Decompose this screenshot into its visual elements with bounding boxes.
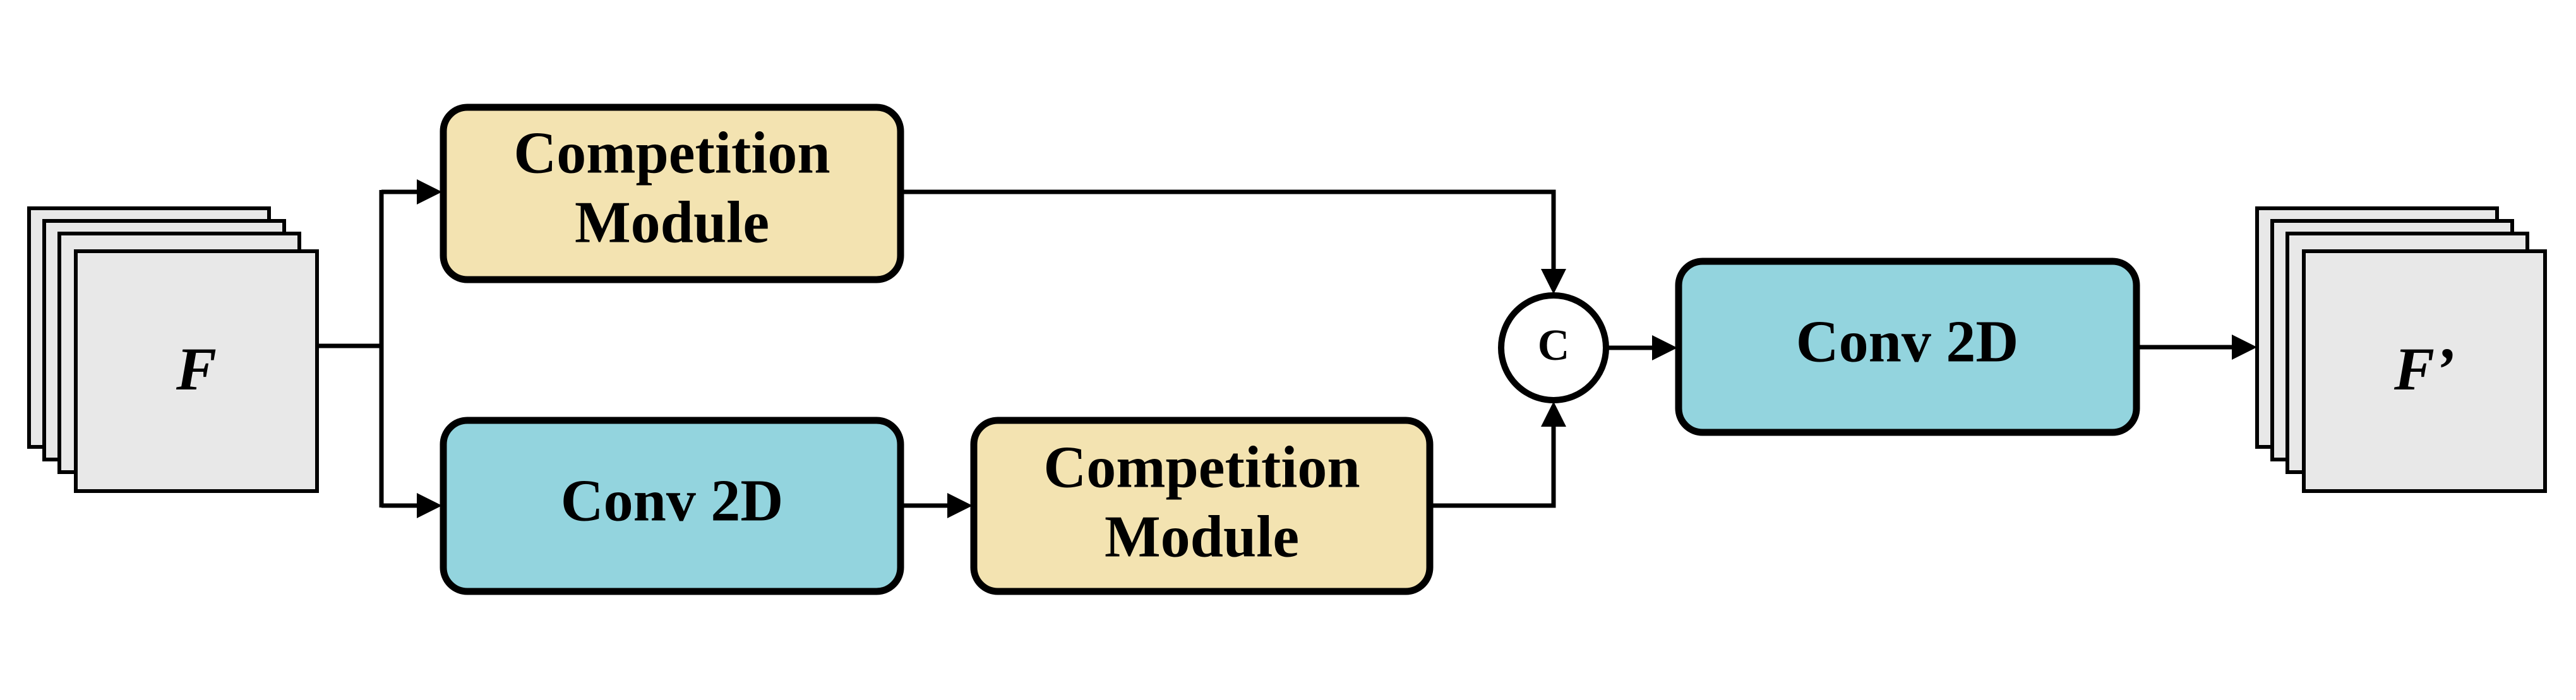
bottom-competition-module-box <box>970 417 1434 595</box>
final-conv2d-label: Conv 2D <box>1796 309 2019 375</box>
bottom-conv2d-box <box>440 417 904 595</box>
input-map-layer-4 <box>74 249 319 493</box>
concat-node: C <box>1498 292 1609 403</box>
top-competition-module: Competition Module <box>440 104 904 283</box>
final-conv2d-box <box>1675 258 2140 436</box>
bottom-competition-module-line1: Competition <box>1043 435 1360 501</box>
bottom-conv2d: Conv 2D <box>440 417 904 595</box>
bottom-conv2d-label: Conv 2D <box>561 468 784 534</box>
connectors <box>317 179 2257 518</box>
concat-to-conv-arrowhead <box>1652 335 1677 360</box>
conv-to-output-arrowhead <box>2232 335 2257 360</box>
conv-to-competition-arrowhead <box>947 493 973 518</box>
top-to-concat-line <box>901 189 1556 270</box>
top-competition-module-box <box>440 104 904 283</box>
top-to-concat-arrowhead <box>1541 269 1566 294</box>
top-competition-module-line1: Competition <box>513 121 830 186</box>
bottom-to-concat-line <box>1430 425 1556 508</box>
output-map-layer-4 <box>2302 249 2547 493</box>
concat-label: C <box>1538 321 1570 370</box>
bottom-branch-arrowhead <box>417 493 442 518</box>
input-map-label: F <box>176 335 217 403</box>
output-feature-map: F’ <box>2255 206 2547 493</box>
top-competition-module-line2: Module <box>575 190 769 256</box>
bottom-competition-module-line2: Module <box>1105 504 1299 570</box>
output-map-label: F’ <box>2393 335 2455 403</box>
bottom-to-concat-arrowhead <box>1541 401 1566 427</box>
final-conv2d: Conv 2D <box>1675 258 2140 436</box>
input-feature-map: F <box>27 206 319 493</box>
concat-circle <box>1498 292 1609 403</box>
top-branch-arrowhead <box>417 179 442 205</box>
bottom-competition-module: Competition Module <box>970 417 1434 595</box>
